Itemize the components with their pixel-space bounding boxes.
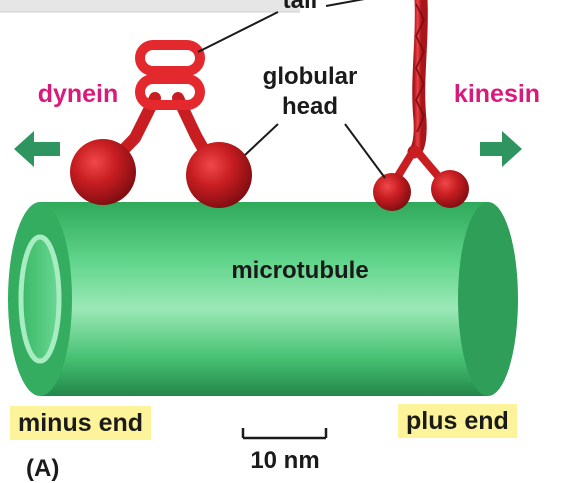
globular-head-label-line2: head: [282, 93, 338, 120]
dynein-head-right: [186, 142, 252, 208]
panel-letter: (A): [26, 455, 60, 482]
minus-end-label: minus end: [10, 406, 152, 440]
microtubule-label: microtubule: [231, 257, 368, 284]
scale-bar: [241, 428, 328, 440]
arrow-right-icon: [480, 131, 522, 167]
plus-end-label: plus end: [398, 404, 517, 438]
globular-head-label-line1: globular: [263, 63, 358, 90]
kinesin-head-left: [373, 173, 411, 211]
leader-lines: [197, 0, 386, 179]
kinesin-head-right: [431, 170, 469, 208]
microtubule: [8, 202, 518, 396]
dynein-head-left: [70, 139, 136, 205]
arrow-left-icon: [14, 131, 60, 167]
dynein-motor: [70, 40, 252, 208]
caption-box-edge: [0, 0, 300, 13]
tail-label: tail: [283, 0, 318, 14]
scale-bar-label: 10 nm: [250, 447, 319, 474]
kinesin-motor: [373, 0, 469, 211]
dynein-label: dynein: [38, 80, 119, 108]
kinesin-label: kinesin: [454, 80, 540, 108]
